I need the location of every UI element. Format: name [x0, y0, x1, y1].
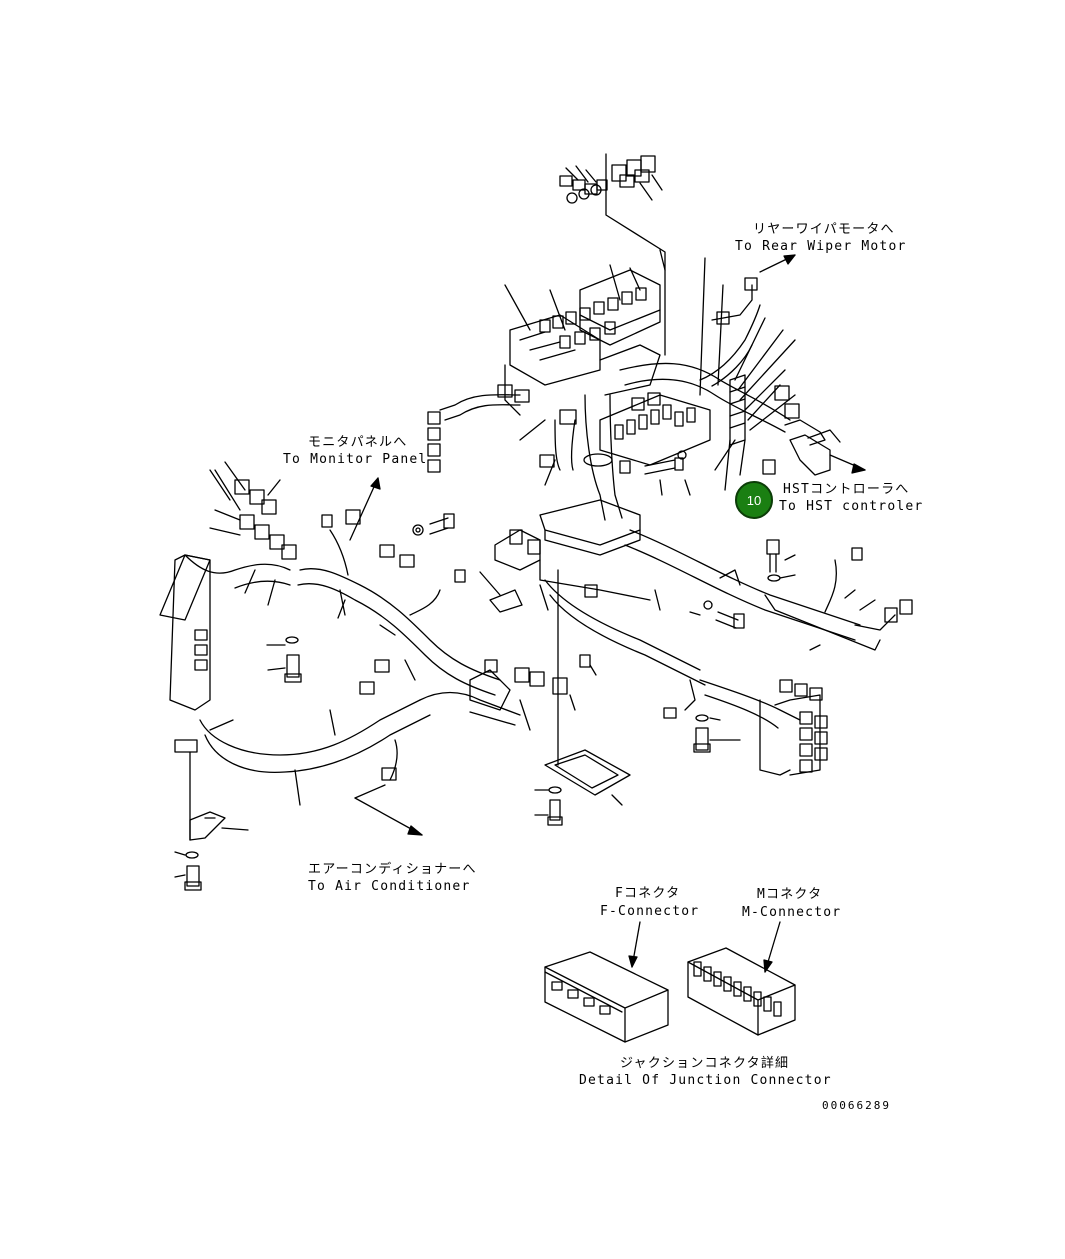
- cover-plate: [544, 749, 631, 796]
- hst-controller-label-jp: HSTコントローラへ: [783, 482, 910, 497]
- left-connector-cluster: [209, 461, 297, 560]
- arrow-air-conditioner: [354, 784, 423, 836]
- bolt-bottom-left: [184, 851, 202, 891]
- top-connector-group-left: [559, 165, 608, 204]
- junction-detail-label-en: Detail Of Junction Connector: [579, 1073, 832, 1088]
- left-harness: [159, 554, 521, 841]
- middle-right-harness: [624, 529, 913, 651]
- bolt-center: [619, 450, 687, 475]
- bolt-bottom-center: [547, 786, 563, 826]
- leader-lines: [174, 249, 876, 878]
- bolt-upper-left: [412, 513, 455, 536]
- m-connector-label-jp: Mコネクタ: [757, 887, 823, 902]
- arrow-rear-wiper: [759, 254, 796, 273]
- document-number: 00066289: [822, 1099, 891, 1112]
- monitor-panel-label-en: To Monitor Panel: [283, 452, 428, 467]
- top-connector-group-right: [611, 155, 663, 201]
- bolt-right-upper: [766, 539, 781, 582]
- f-connector-label-en: F-Connector: [600, 904, 700, 919]
- part-number-marker[interactable]: 10: [735, 481, 773, 519]
- bracket-bottom-left: [189, 811, 226, 841]
- bolt-left-middle: [284, 636, 302, 683]
- rear-wiper-label-en: To Rear Wiper Motor: [735, 239, 907, 254]
- arrow-monitor-panel: [349, 477, 381, 541]
- upper-right-harness: [427, 277, 841, 476]
- arrow-hst: [829, 454, 866, 474]
- fuse-relay-box: [504, 269, 661, 416]
- rear-wiper-label-jp: リヤーワイパモータへ: [753, 222, 895, 237]
- lower-right-harness: [663, 679, 828, 776]
- air-conditioner-label-jp: エアーコンディショナーへ: [308, 862, 477, 877]
- leader-line-top: [605, 153, 666, 356]
- air-conditioner-label-en: To Air Conditioner: [308, 879, 471, 894]
- bolt-lower-right: [693, 714, 711, 753]
- junction-block: [599, 392, 711, 466]
- f-connector-drawing: [544, 921, 669, 1043]
- main-trunk: [539, 394, 641, 556]
- m-connector-label-en: M-Connector: [742, 905, 842, 920]
- junction-detail-label-jp: ジャクションコネクタ詳細: [620, 1056, 790, 1071]
- bolt-right-middle: [703, 600, 745, 629]
- hst-controller-label-en: To HST controler: [779, 499, 924, 514]
- center-connectors: [469, 529, 706, 766]
- monitor-panel-label-jp: モニタパネルへ: [308, 435, 408, 450]
- monitor-panel-connectors: [321, 509, 466, 695]
- m-connector-drawing: [687, 921, 796, 1036]
- f-connector-label-jp: Fコネクタ: [615, 886, 681, 901]
